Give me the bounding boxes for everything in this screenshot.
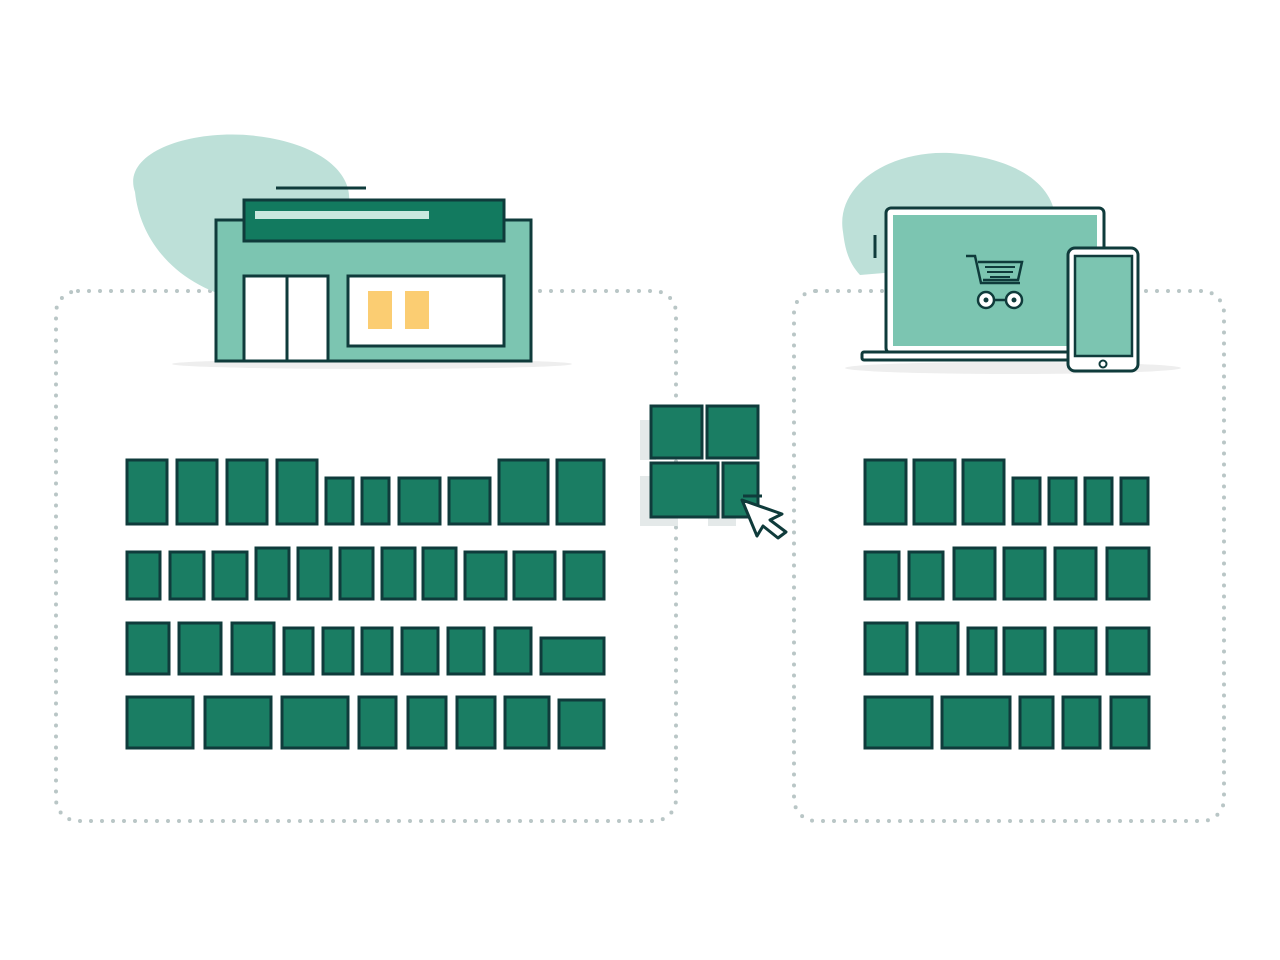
online-store-inventory-item xyxy=(1061,695,1102,750)
physical-store-inventory-item xyxy=(282,626,315,676)
physical-store-inventory-item xyxy=(360,626,394,676)
physical-store-inventory-item xyxy=(211,550,249,601)
online-store-inventory-item xyxy=(1109,695,1151,750)
physical-store-inventory-item xyxy=(397,476,442,526)
physical-store-inventory-item xyxy=(324,476,355,526)
online-store-panel xyxy=(792,289,1226,823)
laptop-and-tablet-icon xyxy=(842,152,1181,374)
online-store-inventory-item xyxy=(1011,476,1042,526)
physical-store-inventory-item xyxy=(175,458,219,526)
transfer-block xyxy=(721,461,760,519)
physical-store-inventory xyxy=(125,458,606,750)
physical-store-inventory-item xyxy=(321,626,355,676)
online-store-inventory-item xyxy=(966,626,998,676)
online-store-inventory-item xyxy=(1105,626,1151,676)
physical-store-inventory-item xyxy=(230,621,276,676)
online-store-inventory-item xyxy=(1002,626,1047,676)
online-store-inventory-item xyxy=(1083,476,1114,526)
physical-store-inventory-item xyxy=(463,550,508,601)
transfer-block xyxy=(649,461,720,519)
physical-store-inventory-item xyxy=(296,546,333,601)
store-banner xyxy=(242,198,506,243)
physical-store-inventory-item xyxy=(357,695,398,750)
physical-store-inventory-item xyxy=(168,550,206,601)
physical-store-inventory-item xyxy=(447,476,492,526)
online-store-inventory-item xyxy=(907,550,945,601)
physical-store-inventory-item xyxy=(380,546,417,601)
online-store-inventory-item xyxy=(863,621,909,676)
online-store-inventory-item xyxy=(1002,546,1047,601)
physical-store-inventory-item xyxy=(203,695,273,750)
physical-store-inventory-item xyxy=(555,458,606,526)
physical-store-inventory-item xyxy=(254,546,291,601)
physical-store-inventory-item xyxy=(275,458,319,526)
physical-store-inventory-item xyxy=(338,546,375,601)
physical-store-inventory-item xyxy=(446,626,486,676)
physical-store-inventory-item xyxy=(421,546,458,601)
physical-store-inventory-item xyxy=(400,626,440,676)
online-store-inventory-item xyxy=(1053,626,1098,676)
physical-store-inventory-item xyxy=(125,550,162,601)
online-store-inventory-item xyxy=(863,695,934,750)
store-window-item-2 xyxy=(405,291,429,329)
online-store-inventory-item xyxy=(863,458,908,526)
inventory-blocks-icon xyxy=(640,404,760,526)
mouse-pointer-icon xyxy=(740,494,788,540)
online-store-inventory-item xyxy=(863,550,901,601)
physical-store-inventory-item xyxy=(539,636,606,676)
tablet-screen xyxy=(1073,254,1134,358)
physical-store-inventory-item xyxy=(225,458,269,526)
store-banner-stripe xyxy=(255,211,429,219)
online-store-inventory-item xyxy=(961,458,1006,526)
online-store-inventory-item xyxy=(1105,546,1151,601)
physical-store-inventory-item xyxy=(360,476,391,526)
physical-store-inventory-item xyxy=(455,695,497,750)
physical-store-inventory-item xyxy=(557,698,606,750)
online-store-inventory-item xyxy=(952,546,997,601)
online-store-inventory-item xyxy=(915,621,960,676)
tablet-home-button xyxy=(1098,359,1108,369)
store-window-item-1 xyxy=(368,291,392,329)
physical-store-inventory-item xyxy=(177,621,223,676)
online-store-inventory-item xyxy=(940,695,1012,750)
physical-store-inventory-item xyxy=(406,695,448,750)
physical-store-inventory-item xyxy=(280,695,350,750)
online-store-inventory-item xyxy=(1119,476,1150,526)
online-store-inventory-item xyxy=(1053,546,1098,601)
storefront-icon xyxy=(133,134,572,369)
online-store-inventory-item xyxy=(1018,695,1055,750)
shopping-cart-icon xyxy=(966,254,1024,310)
physical-store-inventory-item xyxy=(125,695,195,750)
physical-store-inventory-item xyxy=(497,458,550,526)
physical-store-inventory-item xyxy=(562,550,606,601)
transfer-block xyxy=(705,404,760,460)
store-background-blob xyxy=(133,134,350,300)
online-store-inventory-item xyxy=(1047,476,1078,526)
online-store-inventory xyxy=(863,458,1151,750)
physical-store-inventory-item xyxy=(125,458,169,526)
physical-store-inventory-item xyxy=(503,695,551,750)
online-store-inventory-item xyxy=(912,458,957,526)
physical-store-inventory-item xyxy=(125,621,171,676)
physical-store-inventory-item xyxy=(512,550,557,601)
physical-store-inventory-item xyxy=(493,626,533,676)
transfer-block xyxy=(649,404,704,460)
